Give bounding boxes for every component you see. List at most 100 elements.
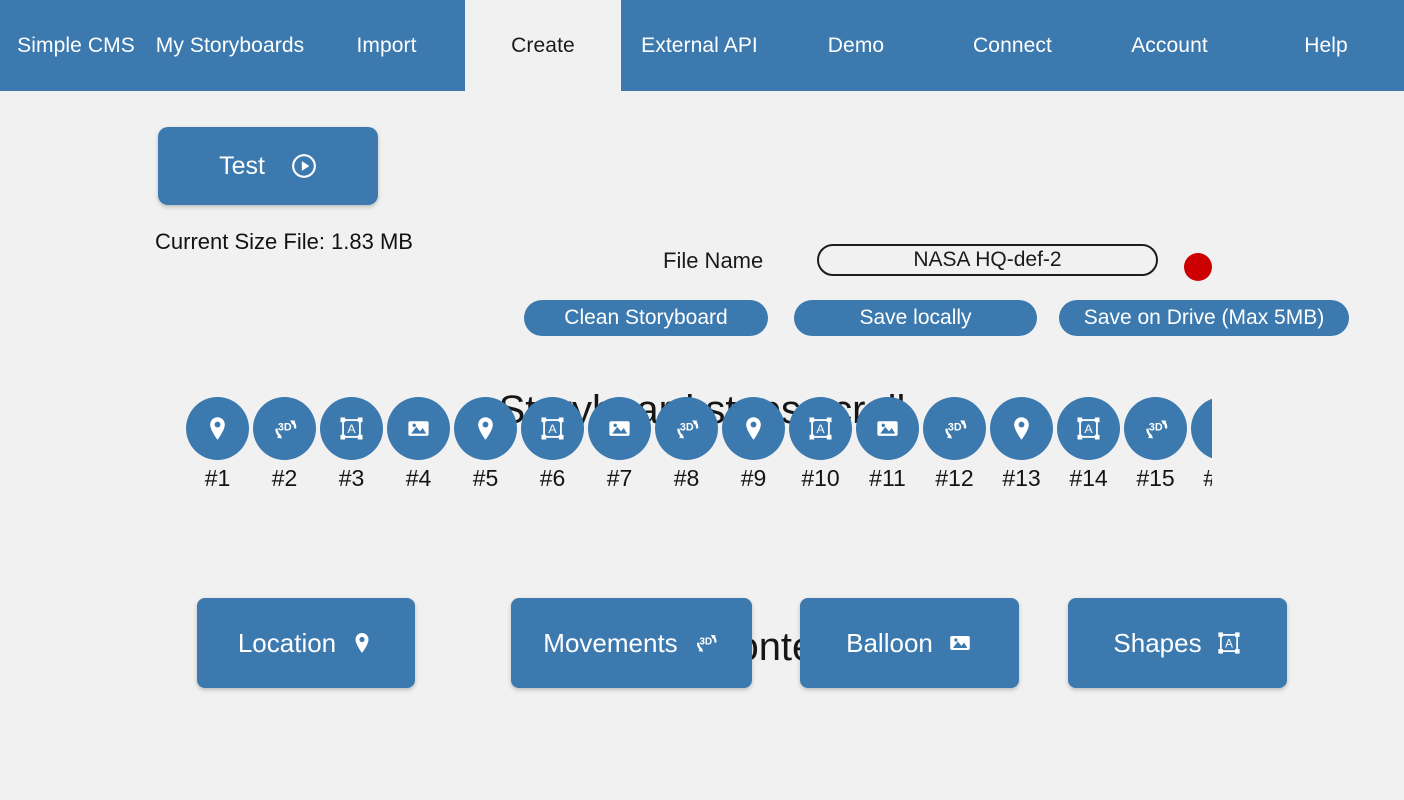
storyboard-step-15[interactable]: 3D #15	[1122, 397, 1189, 492]
svg-text:A: A	[548, 422, 557, 436]
storyboard-step-14[interactable]: A #14	[1055, 397, 1122, 492]
storyboard-step-label: #13	[1002, 465, 1041, 491]
storyboard-step-label: #9	[740, 465, 767, 491]
test-button-label: Test	[219, 151, 265, 180]
clean-storyboard-label: Clean Storyboard	[564, 306, 728, 329]
nav-label: My Storyboards	[155, 33, 305, 57]
location-pin-icon	[1191, 397, 1212, 460]
svg-text:3D: 3D	[947, 421, 961, 433]
nav-item-help[interactable]: Help	[1248, 0, 1404, 91]
svg-text:A: A	[347, 422, 356, 436]
storyboard-step-10[interactable]: A #10	[787, 397, 854, 492]
add-movements-label: Movements	[543, 627, 678, 658]
nav-label: Account	[1131, 33, 1208, 57]
location-pin-icon	[350, 631, 374, 655]
svg-text:3D: 3D	[277, 421, 291, 433]
nav-item-create[interactable]: Create	[465, 0, 621, 91]
add-shapes-label: Shapes	[1113, 627, 1202, 658]
movement-3d-icon: 3D	[923, 397, 986, 460]
storyboard-step-7[interactable]: #7	[586, 397, 653, 492]
add-shapes-button[interactable]: Shapes A	[1068, 598, 1287, 688]
record-indicator[interactable]	[1184, 253, 1212, 281]
shapes-text-icon: A	[320, 397, 383, 460]
storyboard-step-13[interactable]: #13	[988, 397, 1055, 492]
save-on-drive-button[interactable]: Save on Drive (Max 5MB)	[1059, 300, 1349, 336]
add-location-label: Location	[237, 627, 337, 658]
nav-label: External API	[641, 33, 758, 57]
nav-label: Import	[356, 33, 417, 57]
clean-storyboard-button[interactable]: Clean Storyboard	[524, 300, 768, 336]
movement-3d-icon: 3D	[655, 397, 718, 460]
storyboard-step-4[interactable]: #4	[385, 397, 452, 492]
storyboard-step-label: #8	[673, 465, 700, 491]
storyboard-step-label: #7	[606, 465, 633, 491]
storyboard-step-5[interactable]: #5	[452, 397, 519, 492]
storyboard-step-label: #4	[405, 465, 432, 491]
svg-text:A: A	[1225, 636, 1233, 650]
nav-item-my-storyboards[interactable]: My Storyboards	[152, 0, 308, 91]
save-on-drive-label: Save on Drive (Max 5MB)	[1083, 306, 1325, 329]
save-locally-label: Save locally	[859, 306, 972, 329]
storyboard-step-label: #15	[1136, 465, 1175, 491]
storyboard-step-1[interactable]: #1	[184, 397, 251, 492]
storyboard-step-label: #14	[1069, 465, 1108, 491]
nav-item-connect[interactable]: Connect	[934, 0, 1091, 91]
nav-label: Demo	[827, 33, 885, 57]
shapes-text-icon: A	[789, 397, 852, 460]
main-content-area: Test Current Size File: 1.83 MB File Nam…	[0, 91, 1404, 800]
shapes-text-icon: A	[1057, 397, 1120, 460]
svg-text:3D: 3D	[1148, 421, 1162, 433]
storyboard-step-9[interactable]: #9	[720, 397, 787, 492]
file-name-input[interactable]	[817, 244, 1158, 276]
storyboard-step-2[interactable]: 3D #2	[251, 397, 318, 492]
nav-label: Connect	[973, 33, 1052, 57]
storyboard-step-12[interactable]: 3D #12	[921, 397, 988, 492]
storyboard-step-label: #6	[539, 465, 566, 491]
file-name-label: File Name	[663, 248, 764, 273]
add-balloon-button[interactable]: Balloon	[800, 598, 1019, 688]
location-pin-icon	[990, 397, 1053, 460]
image-icon	[947, 630, 973, 656]
play-circle-icon	[291, 153, 317, 179]
location-pin-icon	[722, 397, 785, 460]
storyboard-steps-scroller[interactable]: #1 3D #2 A #3 #4 #5 A #6 #7 3D #8 #9 A #10 #11 3D #12 #13 A…	[184, 397, 1212, 503]
storyboard-step-3[interactable]: A #3	[318, 397, 385, 492]
storyboard-step-label: #5	[472, 465, 499, 491]
top-navigation-bar: Simple CMS My Storyboards Import Create …	[0, 0, 1404, 91]
location-pin-icon	[454, 397, 517, 460]
storyboard-step-label: #3	[338, 465, 365, 491]
location-pin-icon	[186, 397, 249, 460]
storyboard-steps-track: #1 3D #2 A #3 #4 #5 A #6 #7 3D #8 #9 A #10 #11 3D #12 #13 A…	[184, 397, 1212, 503]
svg-text:A: A	[816, 422, 825, 436]
storyboard-step-11[interactable]: #11	[854, 397, 921, 492]
svg-text:3D: 3D	[679, 421, 693, 433]
movement-3d-icon: 3D	[253, 397, 316, 460]
storyboard-step-label: #2	[271, 465, 298, 491]
storyboard-step-16[interactable]: #16	[1189, 397, 1212, 492]
storyboard-step-label: #16	[1203, 465, 1212, 492]
add-location-button[interactable]: Location	[197, 598, 415, 688]
nav-label: Help	[1304, 33, 1348, 57]
add-movements-button[interactable]: Movements 3D	[511, 598, 752, 688]
nav-label: Create	[511, 33, 575, 57]
image-icon	[588, 397, 651, 460]
storyboard-step-label: #12	[935, 465, 974, 491]
test-button[interactable]: Test	[158, 127, 378, 205]
movement-3d-icon: 3D	[692, 629, 720, 657]
nav-item-import[interactable]: Import	[308, 0, 465, 91]
image-icon	[856, 397, 919, 460]
storyboard-step-6[interactable]: A #6	[519, 397, 586, 492]
storyboard-step-label: #1	[204, 465, 231, 491]
nav-item-account[interactable]: Account	[1091, 0, 1248, 91]
image-icon	[387, 397, 450, 460]
nav-item-external-api[interactable]: External API	[621, 0, 778, 91]
save-locally-button[interactable]: Save locally	[794, 300, 1037, 336]
nav-label: Simple CMS	[17, 33, 135, 57]
shapes-text-icon: A	[521, 397, 584, 460]
current-file-size-label: Current Size File: 1.83 MB	[155, 229, 413, 254]
nav-item-demo[interactable]: Demo	[778, 0, 934, 91]
storyboard-step-label: #10	[801, 465, 840, 491]
svg-text:3D: 3D	[699, 636, 712, 647]
storyboard-step-8[interactable]: 3D #8	[653, 397, 720, 492]
nav-item-simple-cms[interactable]: Simple CMS	[0, 0, 152, 91]
